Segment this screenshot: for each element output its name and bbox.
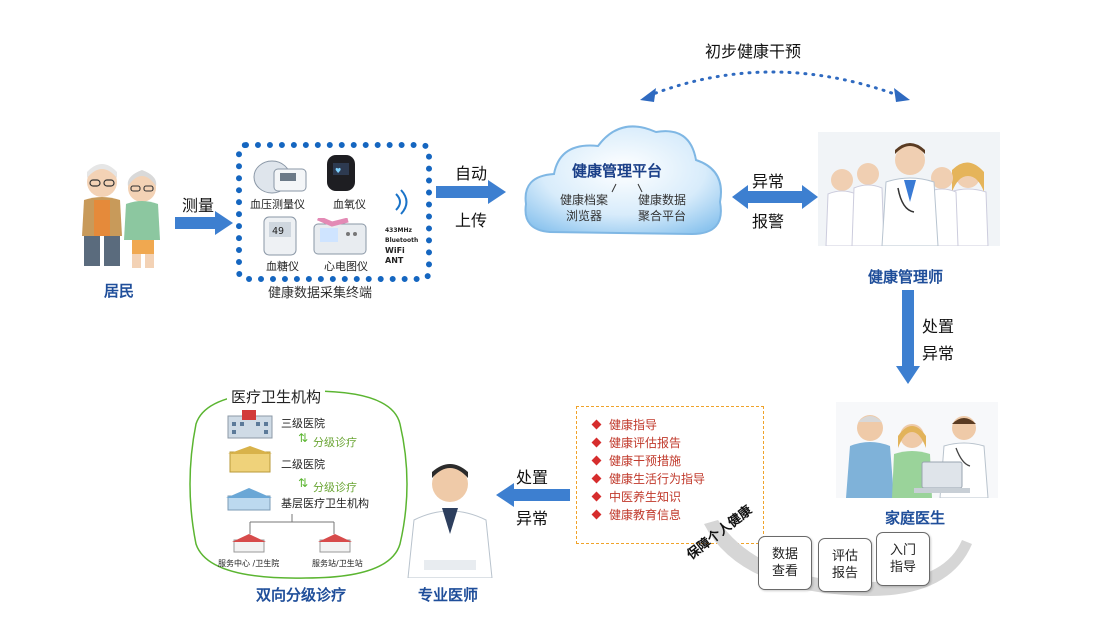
terminal-dotted-frame	[236, 142, 432, 282]
alarm-label-2: 报警	[752, 212, 785, 231]
upload-label: 上传	[455, 211, 488, 230]
device-label-bp: 血压测量仪	[250, 198, 305, 211]
base-label: 基层医疗卫生机构	[281, 497, 369, 510]
protocol-ant: ANT	[385, 256, 404, 265]
referral-arrows-icon-2: ⇅	[298, 476, 309, 490]
bullet-diamond-icon	[591, 509, 602, 520]
measure-label: 测量	[182, 196, 215, 215]
handle-left-1: 处置	[516, 468, 549, 487]
alarm-double-arrow	[732, 185, 818, 209]
manager-label: 健康管理师	[868, 268, 944, 286]
ecg-machine-icon	[313, 218, 367, 255]
specialist-label: 专业医师	[418, 586, 479, 604]
family-doctor-photo	[836, 402, 998, 498]
protocol-wifi: WiFi	[385, 246, 405, 255]
hospital-level3-icon	[227, 410, 273, 439]
resident-label: 居民	[104, 282, 135, 300]
platform-title: 健康管理平台	[572, 162, 663, 180]
protocol-bluetooth: Bluetooth	[385, 237, 419, 244]
level2-label: 二级医院	[281, 458, 325, 471]
cloud-platform-shape	[524, 125, 722, 236]
station-label: 服务站/卫生站	[312, 559, 363, 568]
protocol-list: 433MHz Bluetooth WiFi ANT	[385, 226, 418, 266]
health-manager-team-photo	[818, 132, 1000, 246]
left-arrow	[496, 483, 570, 507]
platform-right-l2: 聚合平台	[638, 209, 687, 223]
service-item: 健康评估报告	[591, 434, 763, 452]
handle-left-2: 异常	[516, 509, 549, 528]
card-getting-started: 入门指导	[876, 532, 930, 586]
service-item: 健康干预措施	[591, 452, 763, 470]
bullet-diamond-icon	[591, 455, 602, 466]
bullet-diamond-icon	[591, 473, 602, 484]
handle-down-2: 异常	[922, 344, 955, 363]
institutions-title: 医疗卫生机构	[227, 386, 326, 407]
blood-pressure-monitor-icon	[253, 160, 307, 194]
hospital-level2-icon	[228, 446, 272, 473]
upload-arrow	[436, 180, 506, 204]
family-doctor-label: 家庭医生	[885, 509, 946, 527]
bullet-diamond-icon	[591, 437, 602, 448]
center-label: 服务中心 /卫生院	[218, 559, 280, 568]
referral-label-2: 分级诊疗	[313, 481, 357, 494]
service-item: 健康指导	[591, 416, 763, 434]
protocol-433: 433MHz	[385, 227, 413, 234]
terminal-caption: 健康数据采集终端	[268, 286, 373, 301]
service-item: 中医养生知识	[591, 488, 763, 506]
platform-right: 健康数据 聚合平台	[638, 192, 686, 224]
service-item: 健康教育信息	[591, 506, 763, 524]
services-box: 健康指导 健康评估报告 健康干预措施 健康生活行为指导 中医养生知识 健康教育信…	[576, 406, 764, 544]
glucometer-reading: 49	[272, 226, 284, 237]
device-label-glucose: 血糖仪	[266, 260, 299, 273]
referral-label-1: 分级诊疗	[313, 436, 357, 449]
device-label-ecg: 心电图仪	[324, 260, 368, 273]
referral-arrows-icon-1: ⇅	[298, 431, 309, 445]
specialist-doctor-photo	[407, 464, 493, 578]
bidirectional-arc-arrow	[640, 70, 910, 102]
platform-left-l1: 健康档案	[560, 193, 609, 207]
wireless-signal-icon	[395, 189, 408, 215]
institutions-frame	[189, 390, 408, 579]
glucometer-icon: 49	[263, 216, 297, 256]
card-assessment-report: 评估报告	[818, 538, 872, 592]
alarm-label-1: 异常	[752, 172, 785, 191]
card-data-view: 数据查看	[758, 536, 812, 590]
initial-intervention-label: 初步健康干预	[705, 42, 802, 61]
device-label-oximeter: 血氧仪	[333, 198, 366, 211]
two-way-referral-label: 双向分级诊疗	[256, 586, 347, 604]
platform-left: 健康档案 浏览器	[560, 192, 608, 224]
tree-connector	[249, 514, 335, 534]
service-item: 健康生活行为指导	[591, 470, 763, 488]
svg-text:♥: ♥	[335, 167, 341, 175]
bullet-diamond-icon	[591, 491, 602, 502]
oximeter-icon: ♥	[327, 155, 355, 191]
service-center-icon	[232, 534, 266, 553]
down-arrow	[896, 290, 920, 384]
measure-arrow	[175, 211, 233, 235]
level3-label: 三级医院	[281, 417, 325, 430]
elderly-couple-illustration	[82, 164, 160, 268]
auto-label: 自动	[455, 164, 488, 183]
primary-care-icon	[226, 488, 272, 511]
service-station-icon	[318, 534, 352, 553]
platform-right-l1: 健康数据	[638, 193, 687, 207]
platform-left-l2: 浏览器	[566, 209, 603, 223]
handle-down-1: 处置	[922, 317, 955, 336]
bullet-diamond-icon	[591, 419, 602, 430]
